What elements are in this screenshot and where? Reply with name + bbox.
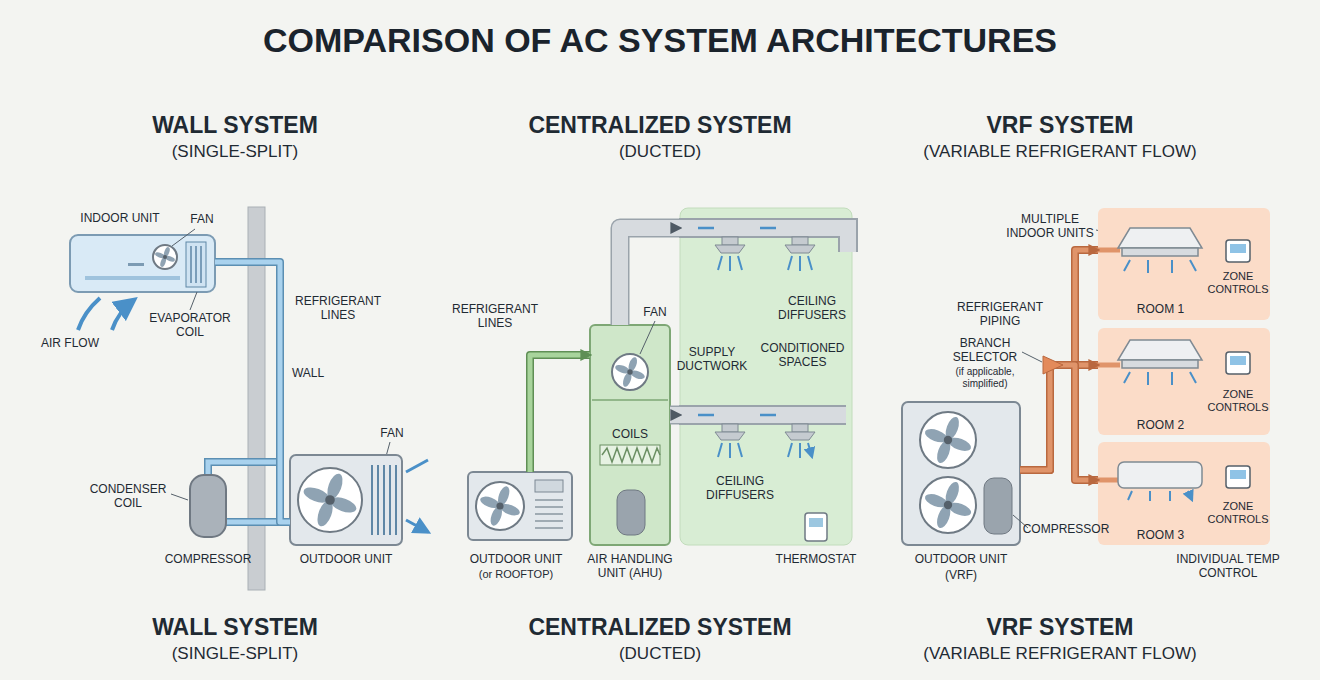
part-label: FAN [180, 212, 224, 226]
part-label: CEILING DIFFUSERS [762, 294, 862, 323]
system-subheading: (DUCTED) [500, 644, 820, 664]
room-label: ROOM 1 [1113, 302, 1208, 316]
part-label: REFRIGERANT LINES [447, 302, 543, 331]
indoor-unit: INDOOR UNIT [70, 235, 215, 292]
unit-sublabel: (VRF) [896, 568, 1026, 582]
air-handling-unit: FANCOILSAIR HANDLING UNIT (AHU) [590, 325, 670, 545]
conditioned-region [680, 208, 852, 545]
outdoor-unit-body [468, 472, 572, 540]
diagram-title: COMPARISON OF AC SYSTEM ARCHITECTURES [60, 20, 1260, 61]
part-label: FAN [633, 305, 677, 319]
part-label: CONDENSER COIL [86, 482, 170, 511]
part-label: SUPPLY DUCTWORK [672, 345, 752, 374]
part-label: EVAPORATOR COIL [142, 311, 238, 340]
outdoor-unit-body [290, 455, 402, 545]
connector [670, 415, 680, 416]
system-heading: CENTRALIZED SYSTEM [490, 614, 830, 642]
part-label: COMPRESSOR [158, 552, 258, 566]
part-label: REFRIGERANT LINES [288, 294, 388, 323]
thermostat-icon [805, 513, 827, 541]
conditioned-space: CONDITIONED SPACES [680, 208, 852, 545]
system-subheading: (SINGLE-SPLIT) [75, 644, 395, 664]
unit-label: OUTDOOR UNIT [458, 552, 574, 566]
room-panel [1098, 442, 1270, 545]
refrigerant-pipe [1098, 250, 1120, 480]
system-heading: WALL SYSTEM [75, 112, 395, 140]
fan-symbols [153, 245, 976, 533]
system-heading: WALL SYSTEM [75, 614, 395, 642]
part-label: THERMOSTAT [766, 552, 866, 566]
part-label: REFRIGERANT PIPING [955, 300, 1045, 329]
supply-air-arrow [1124, 260, 1196, 501]
connector [215, 262, 290, 522]
indoor-unit-body [70, 235, 215, 292]
region-label: CONDITIONED SPACES [755, 341, 850, 370]
connector [620, 228, 680, 325]
system-subheading: (SINGLE-SPLIT) [75, 142, 395, 162]
system-subheading: (VARIABLE REFRIGERANT FLOW) [880, 644, 1240, 664]
room-zone: ZONE CONTROLSROOM 3 [1098, 442, 1270, 545]
outdoor-unit-body [902, 402, 1020, 545]
zone-label: ZONE CONTROLS [1202, 500, 1274, 526]
exhaust-arrow [406, 460, 428, 532]
wall-indoor-unit [1118, 462, 1202, 488]
connector [1020, 250, 1098, 470]
unit-label: INDOOR UNIT [65, 211, 175, 225]
airflow-arrow [78, 298, 134, 330]
room-zone: ZONE CONTROLSROOM 1 [1098, 208, 1270, 320]
unit-label: OUTDOOR UNIT [276, 552, 416, 566]
air-handling-unit-body [590, 325, 670, 545]
system-subheading: (DUCTED) [500, 142, 820, 162]
part-label: BRANCH SELECTOR [945, 336, 1025, 365]
part-label: MULTIPLE INDOOR UNITS [1000, 212, 1100, 241]
part-label: AIR FLOW [30, 336, 110, 350]
part-label: COMPRESSOR [1021, 522, 1111, 536]
zone-label: ZONE CONTROLS [1202, 270, 1274, 296]
system-heading: VRF SYSTEM [890, 614, 1230, 642]
room-panel [1098, 208, 1270, 320]
room-label: ROOM 2 [1113, 418, 1208, 432]
part-label: WALL [283, 366, 333, 380]
system-heading: CENTRALIZED SYSTEM [490, 112, 830, 140]
unit-label: OUTDOOR UNIT [896, 552, 1026, 566]
unit-label: AIR HANDLING UNIT (AHU) [578, 552, 682, 581]
system-heading: VRF SYSTEM [890, 112, 1230, 140]
part-label: COILS [590, 427, 670, 441]
room-label: ROOM 3 [1113, 528, 1208, 542]
zone-label: ZONE CONTROLS [1202, 388, 1274, 414]
outdoor-unit: OUTDOOR UNIT [290, 455, 402, 545]
connector [1020, 365, 1098, 480]
system-subheading: (VARIABLE REFRIGERANT FLOW) [880, 142, 1240, 162]
connector [1020, 365, 1098, 470]
room-zone: ZONE CONTROLSROOM 2 [1098, 328, 1270, 435]
part-label: CEILING DIFFUSERS [690, 474, 790, 503]
leader-line [640, 321, 655, 354]
outdoor-unit: OUTDOOR UNIT(VRF) [902, 402, 1020, 545]
duct-flow-arrow [620, 228, 776, 415]
branch-selector [1043, 356, 1063, 374]
part-label: FAN [370, 426, 414, 440]
note-label: (if applicable, simplified) [935, 366, 1035, 390]
compressor-symbol [190, 475, 226, 537]
outdoor-unit: OUTDOOR UNIT(or ROOFTOP) [468, 472, 572, 540]
cassette-unit [1118, 228, 1202, 368]
connector [530, 355, 590, 472]
part-label: INDIVIDUAL TEMP CONTROL [1173, 552, 1283, 581]
unit-sublabel: (or ROOFTOP) [458, 568, 574, 581]
